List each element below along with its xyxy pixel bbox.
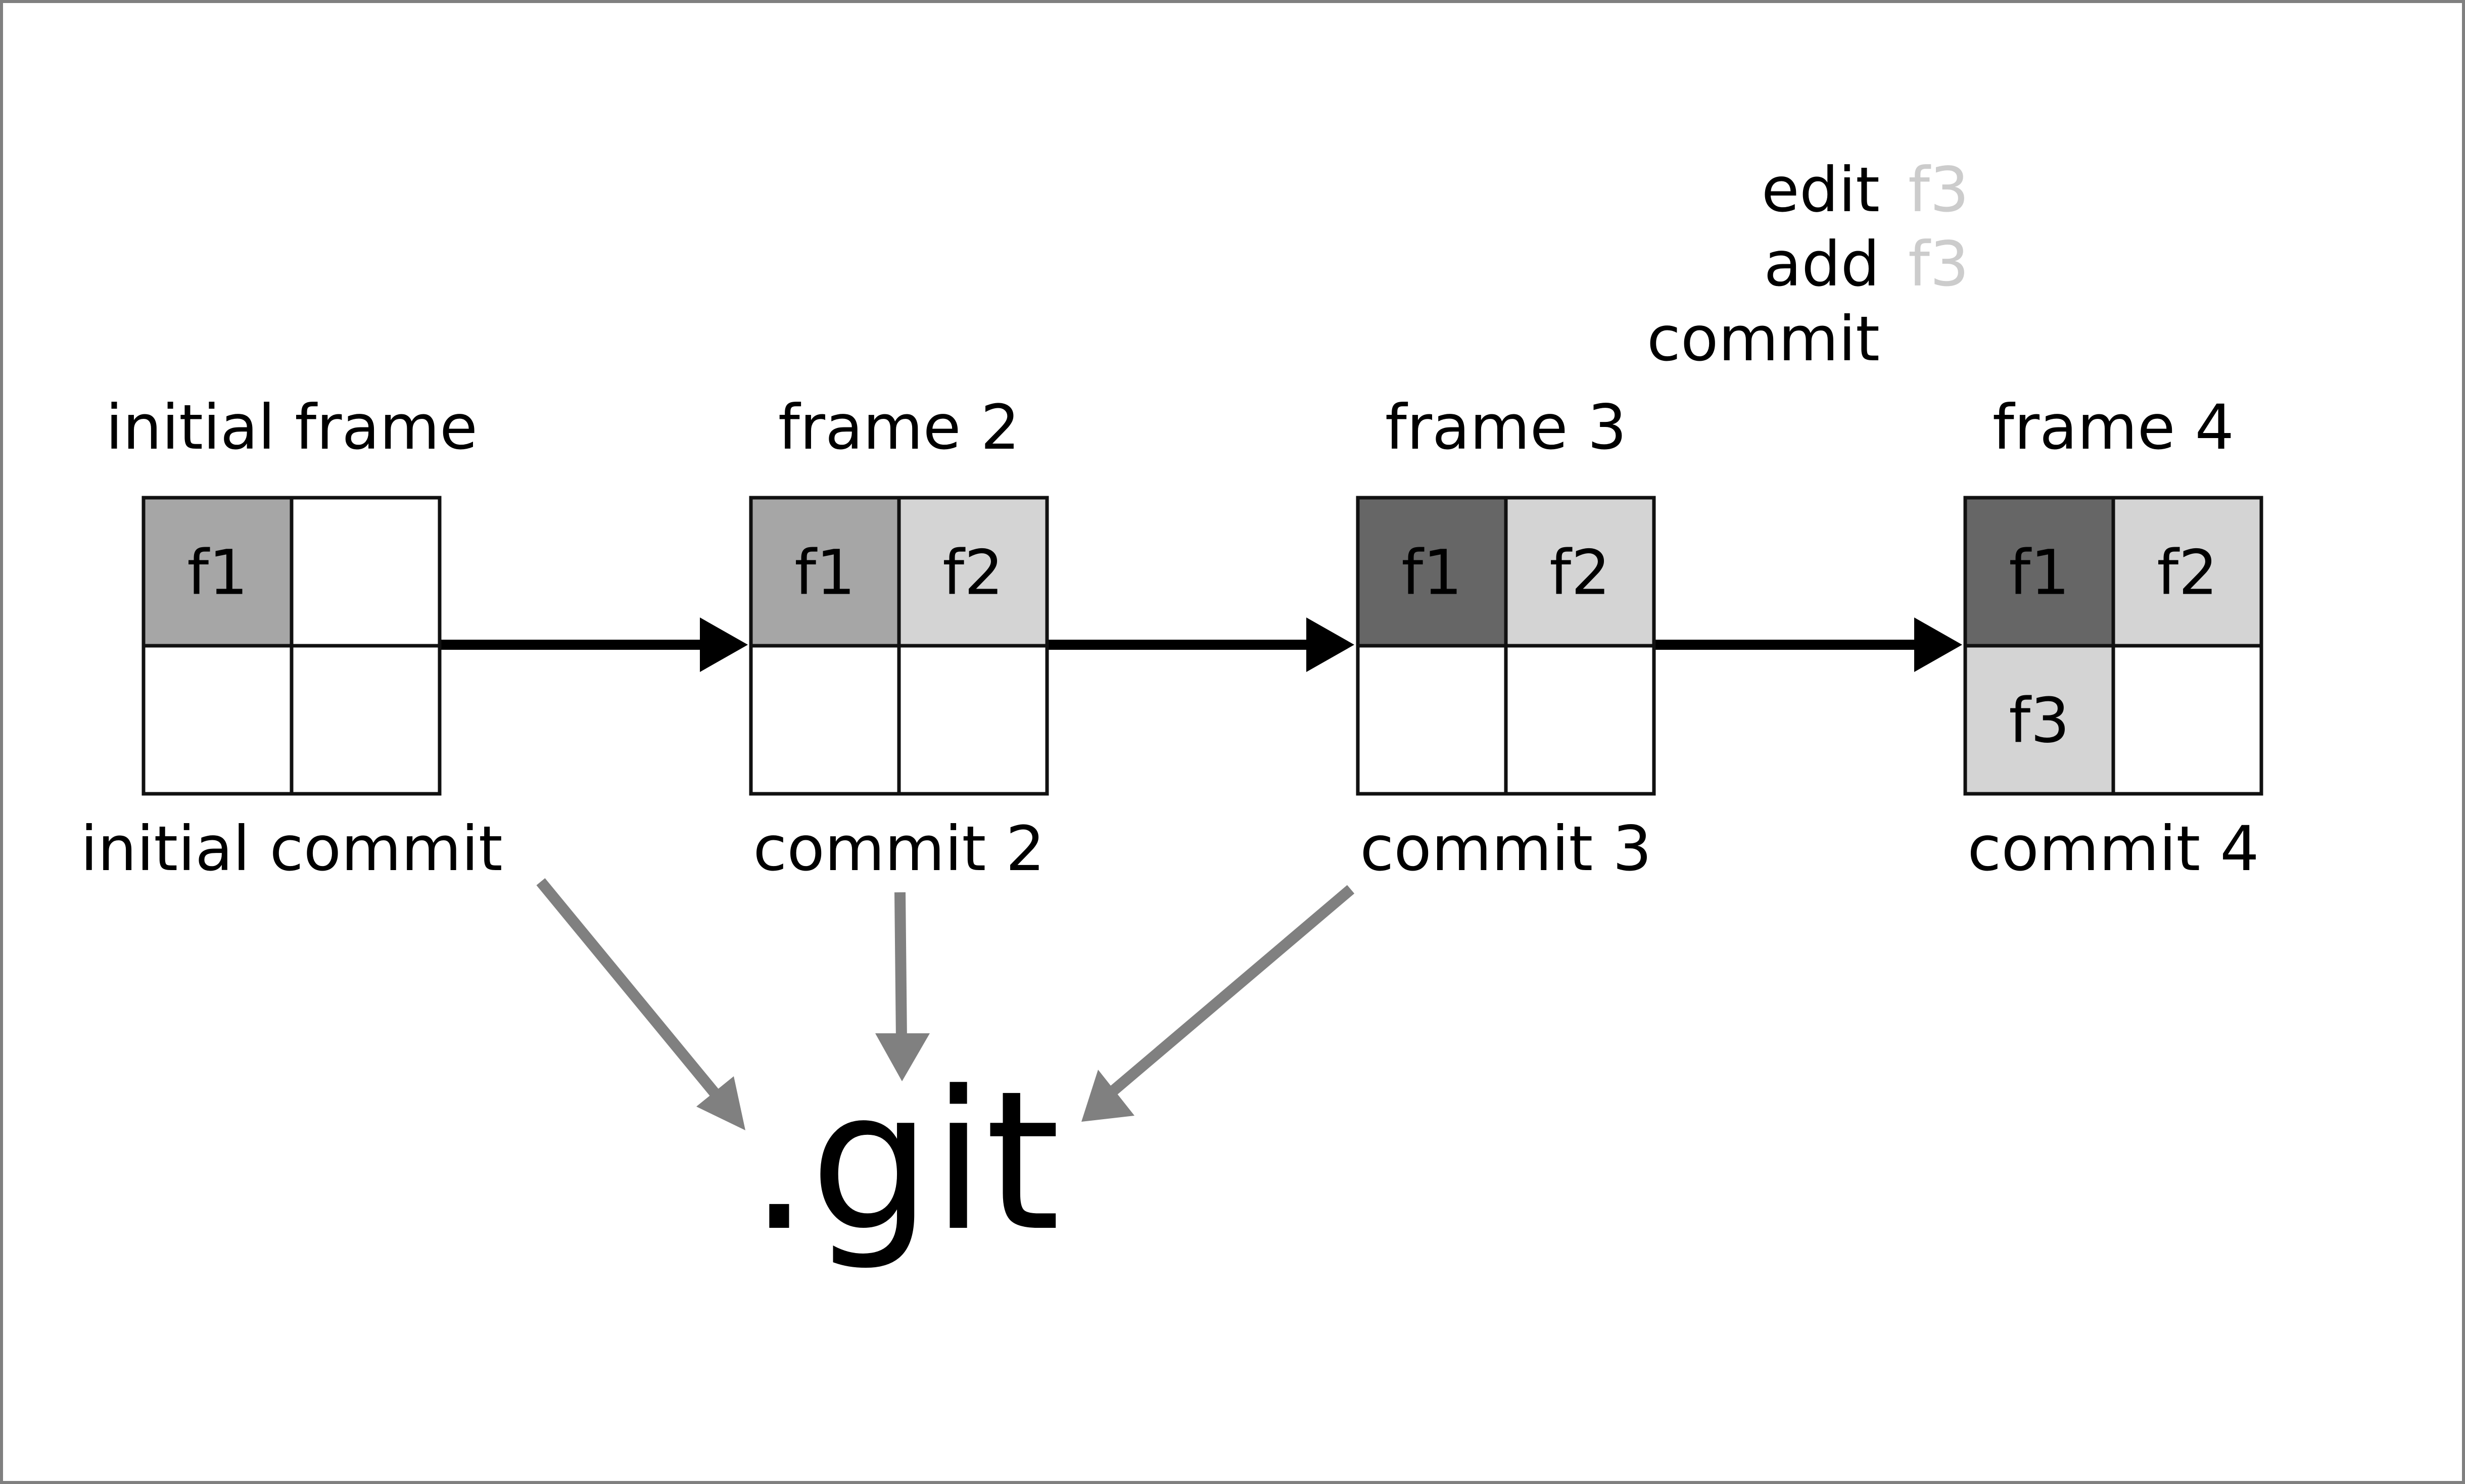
step-verb-commit: commit <box>1647 303 1880 375</box>
file-cell <box>141 644 294 796</box>
frame-transition-arrows <box>440 617 1962 672</box>
commit-label: commit 4 <box>1967 813 2259 885</box>
file-cell <box>1504 644 1656 796</box>
commit-label: commit 3 <box>1360 813 1652 885</box>
transition-arrow-1-to-2 <box>440 617 748 672</box>
step-ghost-f3-edit: f3 <box>1908 154 1969 226</box>
file-cell <box>897 496 1049 648</box>
file-label-f1: f1 <box>187 537 248 609</box>
frame-title: frame 4 <box>1993 392 2234 463</box>
frame-1: initial frame f1 initial commit <box>80 392 502 885</box>
arrow-commit-3-to-git <box>1081 885 1355 1122</box>
arrow-commit-2-to-git <box>875 892 930 1081</box>
file-cell <box>290 644 442 796</box>
frame-title: frame 2 <box>778 392 1020 463</box>
frames-layer: initial frame f1 initial commit frame 2 f1 f2… <box>80 392 2263 885</box>
file-cell <box>897 644 1049 796</box>
transition-arrow-2-to-3 <box>1047 617 1354 672</box>
frame-2: frame 2 f1 f2 commit 2 <box>749 392 1049 885</box>
file-cell <box>1963 644 2115 796</box>
frame-title: initial frame <box>106 392 478 463</box>
file-label-f1: f1 <box>2009 537 2070 609</box>
step-verb-edit: edit <box>1762 154 1880 226</box>
frame-4: frame 4 f1 f2 f3 commit 4 <box>1963 392 2263 885</box>
file-cell <box>1356 644 1508 796</box>
step-ghost-f3-add: f3 <box>1908 228 1969 300</box>
file-label-f2: f2 <box>942 537 1004 609</box>
frame-3: frame 3 f1 f2 commit 3 <box>1356 392 1656 885</box>
commit-label: initial commit <box>80 813 502 885</box>
file-label-f3: f3 <box>2009 685 2070 757</box>
file-label-f1: f1 <box>1401 537 1462 609</box>
frame-title: frame 3 <box>1385 392 1627 463</box>
file-cell <box>2111 644 2263 796</box>
arrow-initial-commit-to-git <box>536 878 745 1130</box>
file-cell <box>2111 496 2263 648</box>
file-cell <box>749 496 901 648</box>
step-verb-add: add <box>1764 228 1880 300</box>
commit-label: commit 2 <box>753 813 1045 885</box>
step-annotation: edit f3 add f3 commit <box>1647 154 1969 375</box>
file-cell <box>290 496 442 648</box>
file-cell <box>1963 496 2115 648</box>
transition-arrow-3-to-4 <box>1654 617 1962 672</box>
file-label-f2: f2 <box>2157 537 2218 609</box>
git-repository-label: .git <box>749 1049 1061 1273</box>
commit-to-repo-arrows <box>536 878 1355 1130</box>
file-cell <box>749 644 901 796</box>
file-label-f1: f1 <box>794 537 856 609</box>
file-label-f2: f2 <box>1549 537 1610 609</box>
file-cell <box>1504 496 1656 648</box>
